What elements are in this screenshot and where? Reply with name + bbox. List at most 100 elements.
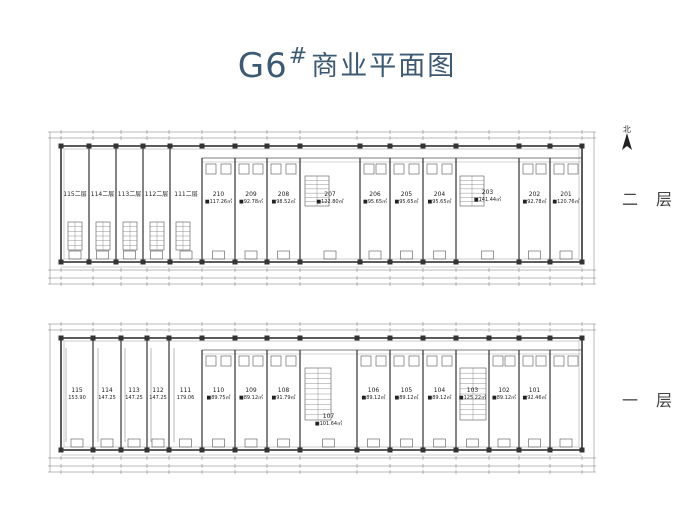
service-box xyxy=(426,163,438,175)
unit-number: 111二层 xyxy=(174,191,197,198)
outer-wall xyxy=(60,145,583,263)
unit-area: 147.25 xyxy=(149,395,167,401)
column xyxy=(86,259,92,265)
column xyxy=(486,447,492,453)
service-box xyxy=(553,163,565,175)
service-box xyxy=(375,163,387,175)
stair xyxy=(95,221,111,251)
unit-number: 109 xyxy=(245,387,257,394)
unit-area: 147.25 xyxy=(98,395,116,401)
unit-number: 113 xyxy=(128,387,140,394)
column xyxy=(232,335,238,341)
door-box xyxy=(96,250,109,260)
unit-number: 113二层 xyxy=(118,191,141,198)
door-box xyxy=(497,438,511,448)
unit-number: 108 xyxy=(278,387,290,394)
stair xyxy=(304,175,330,207)
stair xyxy=(122,221,138,251)
unit-area: ■89.12㎡ xyxy=(427,394,451,401)
unit-area: ■89.12㎡ xyxy=(361,394,385,401)
column xyxy=(90,335,96,341)
floor-label-second: 二层 xyxy=(622,190,691,209)
unit-area: 153.90 xyxy=(68,395,86,401)
column xyxy=(420,143,426,149)
unit-number: 203 xyxy=(482,189,494,196)
unit-number: 209 xyxy=(245,191,257,198)
column xyxy=(387,335,393,341)
door-box xyxy=(323,250,337,260)
unit-area: ■117.26㎡ xyxy=(205,198,232,205)
column xyxy=(297,259,303,265)
door-box xyxy=(400,250,413,260)
door-box xyxy=(433,438,446,448)
unit-number: 114二层 xyxy=(91,191,114,198)
column xyxy=(354,335,360,341)
column xyxy=(140,143,146,149)
door-box xyxy=(179,250,193,260)
door-box xyxy=(127,438,141,448)
service-box xyxy=(252,163,264,175)
unit-area: ■95.65㎡ xyxy=(363,198,387,205)
column xyxy=(166,335,172,341)
door-box xyxy=(559,438,573,448)
door-box xyxy=(277,250,290,260)
door-box xyxy=(212,438,225,448)
north-label: 北 xyxy=(623,125,631,134)
column xyxy=(579,335,585,341)
column xyxy=(264,447,270,453)
unit-number: 112二层 xyxy=(145,191,168,198)
unit-number: 101 xyxy=(529,387,541,394)
door-box xyxy=(367,438,380,448)
column xyxy=(58,143,64,149)
unit-area: ■98.52㎡ xyxy=(271,198,295,205)
door-box xyxy=(150,250,163,260)
dimension-lines xyxy=(48,130,596,286)
column xyxy=(264,335,270,341)
column xyxy=(199,259,205,265)
column xyxy=(232,447,238,453)
unit-number: 103 xyxy=(467,387,479,394)
unit-number: 112 xyxy=(152,387,164,394)
unit-area: 179.06 xyxy=(177,395,195,401)
title-sub: 商业平面图 xyxy=(311,51,457,82)
unit-number: 104 xyxy=(434,387,446,394)
unit-area: ■89.75㎡ xyxy=(206,394,230,401)
service-box xyxy=(492,355,504,367)
door-box xyxy=(277,438,290,448)
column xyxy=(297,447,303,453)
unit-area: ■89.12㎡ xyxy=(239,394,263,401)
unit-number: 201 xyxy=(560,191,572,198)
floor-label-first: 一层 xyxy=(622,391,691,410)
service-box xyxy=(535,355,547,367)
service-box xyxy=(220,163,232,175)
service-box xyxy=(522,163,534,175)
unit-number: 202 xyxy=(529,191,541,198)
column xyxy=(140,259,146,265)
door-box xyxy=(322,438,335,448)
unit-number: 204 xyxy=(434,191,446,198)
column xyxy=(387,143,393,149)
column xyxy=(453,259,459,265)
unit-number: 115二层 xyxy=(63,191,86,198)
unit-area: ■95.65㎡ xyxy=(394,198,418,205)
column xyxy=(144,335,150,341)
column xyxy=(516,259,522,265)
unit-area: ■92.78㎡ xyxy=(522,198,546,205)
column xyxy=(58,447,64,453)
column xyxy=(199,143,205,149)
door-box xyxy=(68,250,82,260)
service-box xyxy=(285,355,297,367)
unit-number: 102 xyxy=(498,387,510,394)
door-box xyxy=(179,438,192,448)
column xyxy=(297,143,303,149)
service-box xyxy=(238,163,250,175)
column xyxy=(420,259,426,265)
unit-number: 106 xyxy=(368,387,380,394)
column xyxy=(166,447,172,453)
column xyxy=(420,447,426,453)
unit-number: 208 xyxy=(278,191,290,198)
title-hash: # xyxy=(288,44,308,69)
column xyxy=(516,335,522,341)
service-box xyxy=(205,355,217,367)
